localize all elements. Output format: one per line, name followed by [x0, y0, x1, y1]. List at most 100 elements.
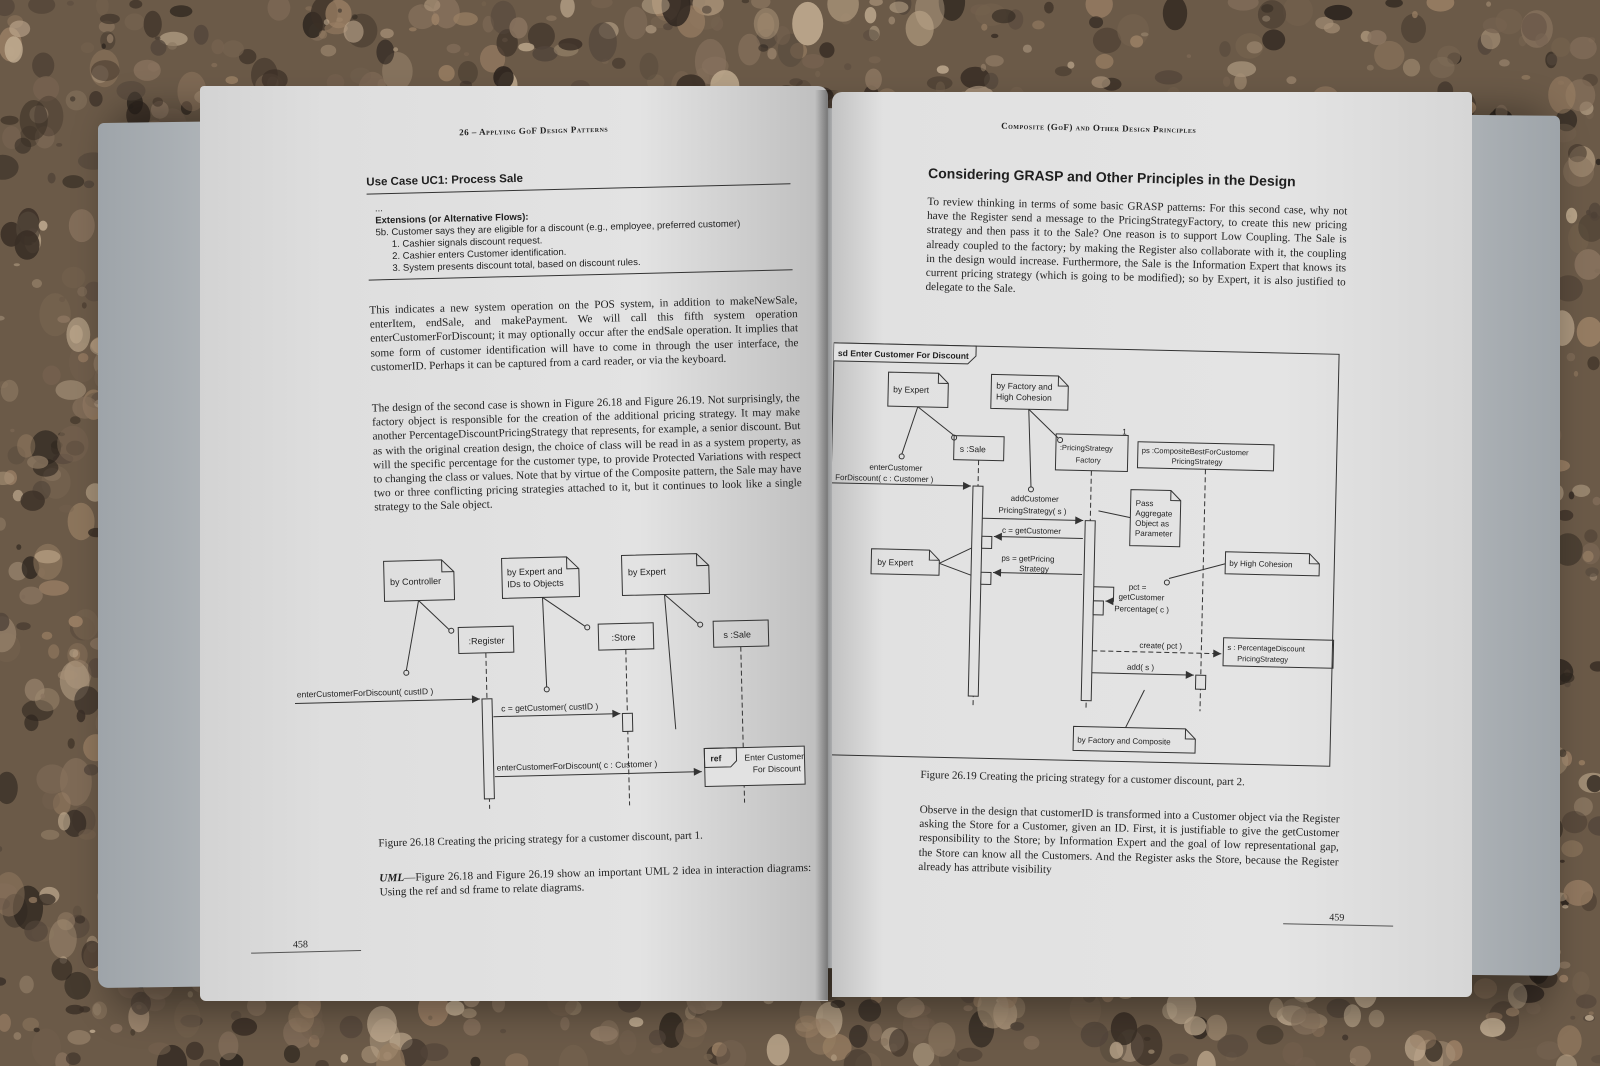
note-shape: [620, 553, 710, 597]
granite-speckle: [129, 0, 143, 9]
granite-speckle: [629, 1017, 644, 1027]
granite-speckle: [1585, 567, 1599, 577]
sd-frame-tab: [833, 342, 977, 365]
granite-speckle: [222, 40, 244, 58]
granite-speckle: [869, 1023, 882, 1042]
lifeline-sale-label: s :Sale: [723, 629, 751, 640]
granite-speckle: [17, 434, 36, 458]
note-object-as: Object as: [1135, 519, 1169, 529]
granite-speckle: [1256, 1025, 1284, 1045]
note-pass: Pass: [1136, 499, 1154, 508]
granite-speckle: [915, 0, 945, 31]
granite-speckle: [318, 30, 328, 39]
granite-speckle: [424, 0, 441, 12]
granite-speckle: [22, 1017, 39, 1032]
granite-speckle: [339, 1015, 363, 1039]
granite-speckle: [0, 872, 25, 917]
granite-speckle: [1294, 1057, 1316, 1066]
granite-speckle: [187, 991, 193, 998]
granite-speckle: [14, 230, 40, 260]
granite-speckle: [868, 56, 881, 64]
right-page-number: 459: [1329, 912, 1345, 924]
message-label: Strategy: [1019, 564, 1049, 574]
granite-speckle: [1166, 988, 1197, 1025]
granite-speckle: [463, 1018, 481, 1036]
granite-speckle: [230, 1010, 242, 1021]
granite-speckle: [0, 883, 17, 899]
granite-speckle: [1283, 0, 1313, 27]
granite-speckle: [977, 987, 1009, 1029]
note-by-controller: by Controller: [390, 576, 441, 587]
granite-speckle: [315, 1060, 329, 1066]
granite-speckle: [169, 5, 193, 18]
granite-speckle: [591, 0, 613, 9]
note-shape: [501, 556, 581, 599]
granite-speckle: [89, 49, 120, 88]
granite-speckle: [1559, 974, 1569, 983]
granite-speckle: [24, 920, 48, 942]
lifeline-sale-label: s :Sale: [960, 444, 986, 455]
granite-speckle: [19, 975, 34, 994]
granite-speckle: [527, 22, 555, 50]
granite-speckle: [90, 60, 120, 82]
granite-speckle: [1262, 29, 1286, 51]
granite-speckle: [1085, 0, 1113, 18]
granite-speckle: [869, 0, 883, 6]
granite-speckle: [69, 342, 97, 383]
granite-speckle: [130, 1029, 136, 1036]
granite-speckle: [74, 686, 101, 715]
granite-speckle: [101, 43, 106, 49]
note-by-expert: by Expert: [628, 566, 667, 577]
granite-speckle: [1568, 491, 1575, 500]
granite-speckle: [963, 1005, 973, 1012]
granite-speckle: [1401, 13, 1426, 44]
granite-speckle: [438, 65, 455, 82]
granite-speckle: [1262, 15, 1271, 22]
granite-speckle: [27, 455, 49, 469]
granite-speckle: [1234, 73, 1247, 90]
granite-speckle: [68, 615, 83, 628]
granite-speckle: [1162, 0, 1188, 31]
granite-speckle: [136, 1004, 142, 1010]
granite-speckle: [1520, 10, 1553, 48]
granite-speckle: [716, 1039, 747, 1066]
granite-speckle: [1023, 1035, 1040, 1050]
message-label: ForDiscount( c : Customer ): [835, 473, 934, 484]
granite-speckle: [1257, 0, 1287, 29]
granite-speckle: [1169, 1053, 1189, 1065]
left-page-number: 458: [292, 939, 309, 951]
granite-speckle: [28, 896, 38, 904]
granite-speckle: [0, 471, 15, 485]
granite-speckle: [1546, 53, 1558, 66]
granite-speckle: [703, 1053, 713, 1061]
granite-speckle: [1227, 0, 1259, 11]
granite-speckle: [1566, 207, 1578, 224]
granite-speckle: [106, 34, 114, 44]
note-fold: [695, 553, 709, 567]
granite-speckle: [55, 1052, 70, 1066]
granite-speckle: [888, 16, 896, 25]
granite-speckle: [1556, 1054, 1577, 1066]
granite-speckle: [558, 38, 583, 51]
granite-speckle: [1402, 58, 1421, 77]
granite-speckle: [52, 792, 71, 815]
granite-speckle: [180, 101, 193, 115]
ref-text-line: For Discount: [753, 763, 802, 774]
granite-speckle: [1586, 209, 1591, 216]
granite-speckle: [1572, 484, 1591, 497]
granite-speckle: [116, 81, 146, 101]
granite-speckle: [16, 622, 31, 631]
granite-speckle: [81, 302, 87, 309]
granite-speckle: [1559, 749, 1567, 758]
granite-speckle: [33, 543, 63, 580]
granite-speckle: [1561, 811, 1588, 834]
granite-speckle: [33, 76, 60, 102]
granite-speckle: [81, 940, 103, 969]
granite-speckle: [143, 10, 162, 38]
granite-speckle: [80, 42, 95, 54]
right-page-number-rule: [1283, 923, 1394, 927]
granite-speckle: [32, 52, 55, 79]
granite-speckle: [367, 1006, 397, 1043]
granite-speckle: [1130, 1024, 1163, 1066]
granite-speckle: [167, 42, 177, 50]
